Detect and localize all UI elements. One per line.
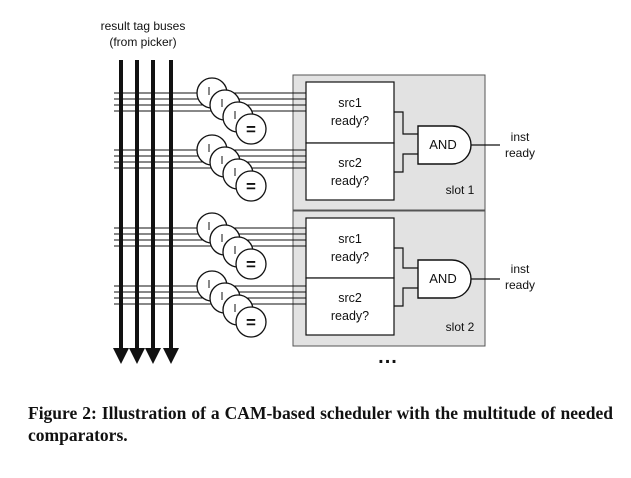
slot-2-src2-comparator-symbol: =: [246, 313, 256, 332]
slot-2-src1-wire: [394, 247, 418, 269]
slot-2-src2-label: src2: [338, 291, 362, 305]
bus-label-line2: (from picker): [109, 35, 176, 49]
slot-1-src2-comparator-4: [235, 170, 267, 202]
slot-2-src1-comparator-symbol: =: [246, 255, 256, 274]
bus-label-line1: result tag buses: [101, 19, 186, 33]
slot-2-output-label-1: inst: [511, 262, 530, 276]
slot-2-src2-box: [305, 277, 395, 336]
comparator-stacks: = = = =: [196, 77, 267, 338]
result-tag-buses: [113, 60, 179, 364]
slot-2-src1-comparator-4: [235, 248, 267, 280]
slot-1-label: slot 1: [446, 183, 475, 197]
slot-1-output-label-1: inst: [511, 130, 530, 144]
slot-1-src1-wire: [394, 111, 418, 135]
slot-2-src1-box: [305, 217, 395, 279]
slot-2-src2-wire: [394, 287, 418, 307]
slot-1-src2-label: src2: [338, 156, 362, 170]
figure-caption: Figure 2: Illustration of a CAM-based sc…: [28, 403, 613, 445]
slot-1-src2-box: [305, 142, 395, 201]
slot-2-src2-ready: ready?: [331, 309, 369, 323]
slot-1-src2-ready: ready?: [331, 174, 369, 188]
slot-1-src2-wire: [394, 153, 418, 173]
slot-1-output-label-2: ready: [505, 146, 535, 160]
slot-2-src1-ready: ready?: [331, 250, 369, 264]
slot-1-src1-comparator-4: [235, 113, 267, 145]
continuation-ellipsis: ...: [378, 346, 398, 368]
slot-1: src1 ready? src2 ready? AND inst ready s…: [305, 81, 535, 201]
slot-2-src1-label: src1: [338, 232, 362, 246]
slot-1-src2-comparator-symbol: =: [246, 177, 256, 196]
slot-2-and-label: AND: [429, 271, 456, 286]
slot-1-src1-label: src1: [338, 96, 362, 110]
slot-1-src1-box: [305, 81, 395, 144]
slot-2-and-gate: [417, 259, 472, 299]
slot-1-and-label: AND: [429, 137, 456, 152]
slot-1-src1-comparator-symbol: =: [246, 120, 256, 139]
cam-scheduler-diagram: result tag buses (from picker) = = = = src1…: [101, 19, 535, 368]
slot-1-and-gate: [417, 125, 472, 165]
slot-2-label: slot 2: [446, 320, 475, 334]
slot-2-src2-comparator-4: [235, 306, 267, 338]
slot-2: src1 ready? src2 ready? AND inst ready s…: [305, 217, 535, 336]
slot-2-output-label-2: ready: [505, 278, 535, 292]
slot-1-src1-ready: ready?: [331, 114, 369, 128]
